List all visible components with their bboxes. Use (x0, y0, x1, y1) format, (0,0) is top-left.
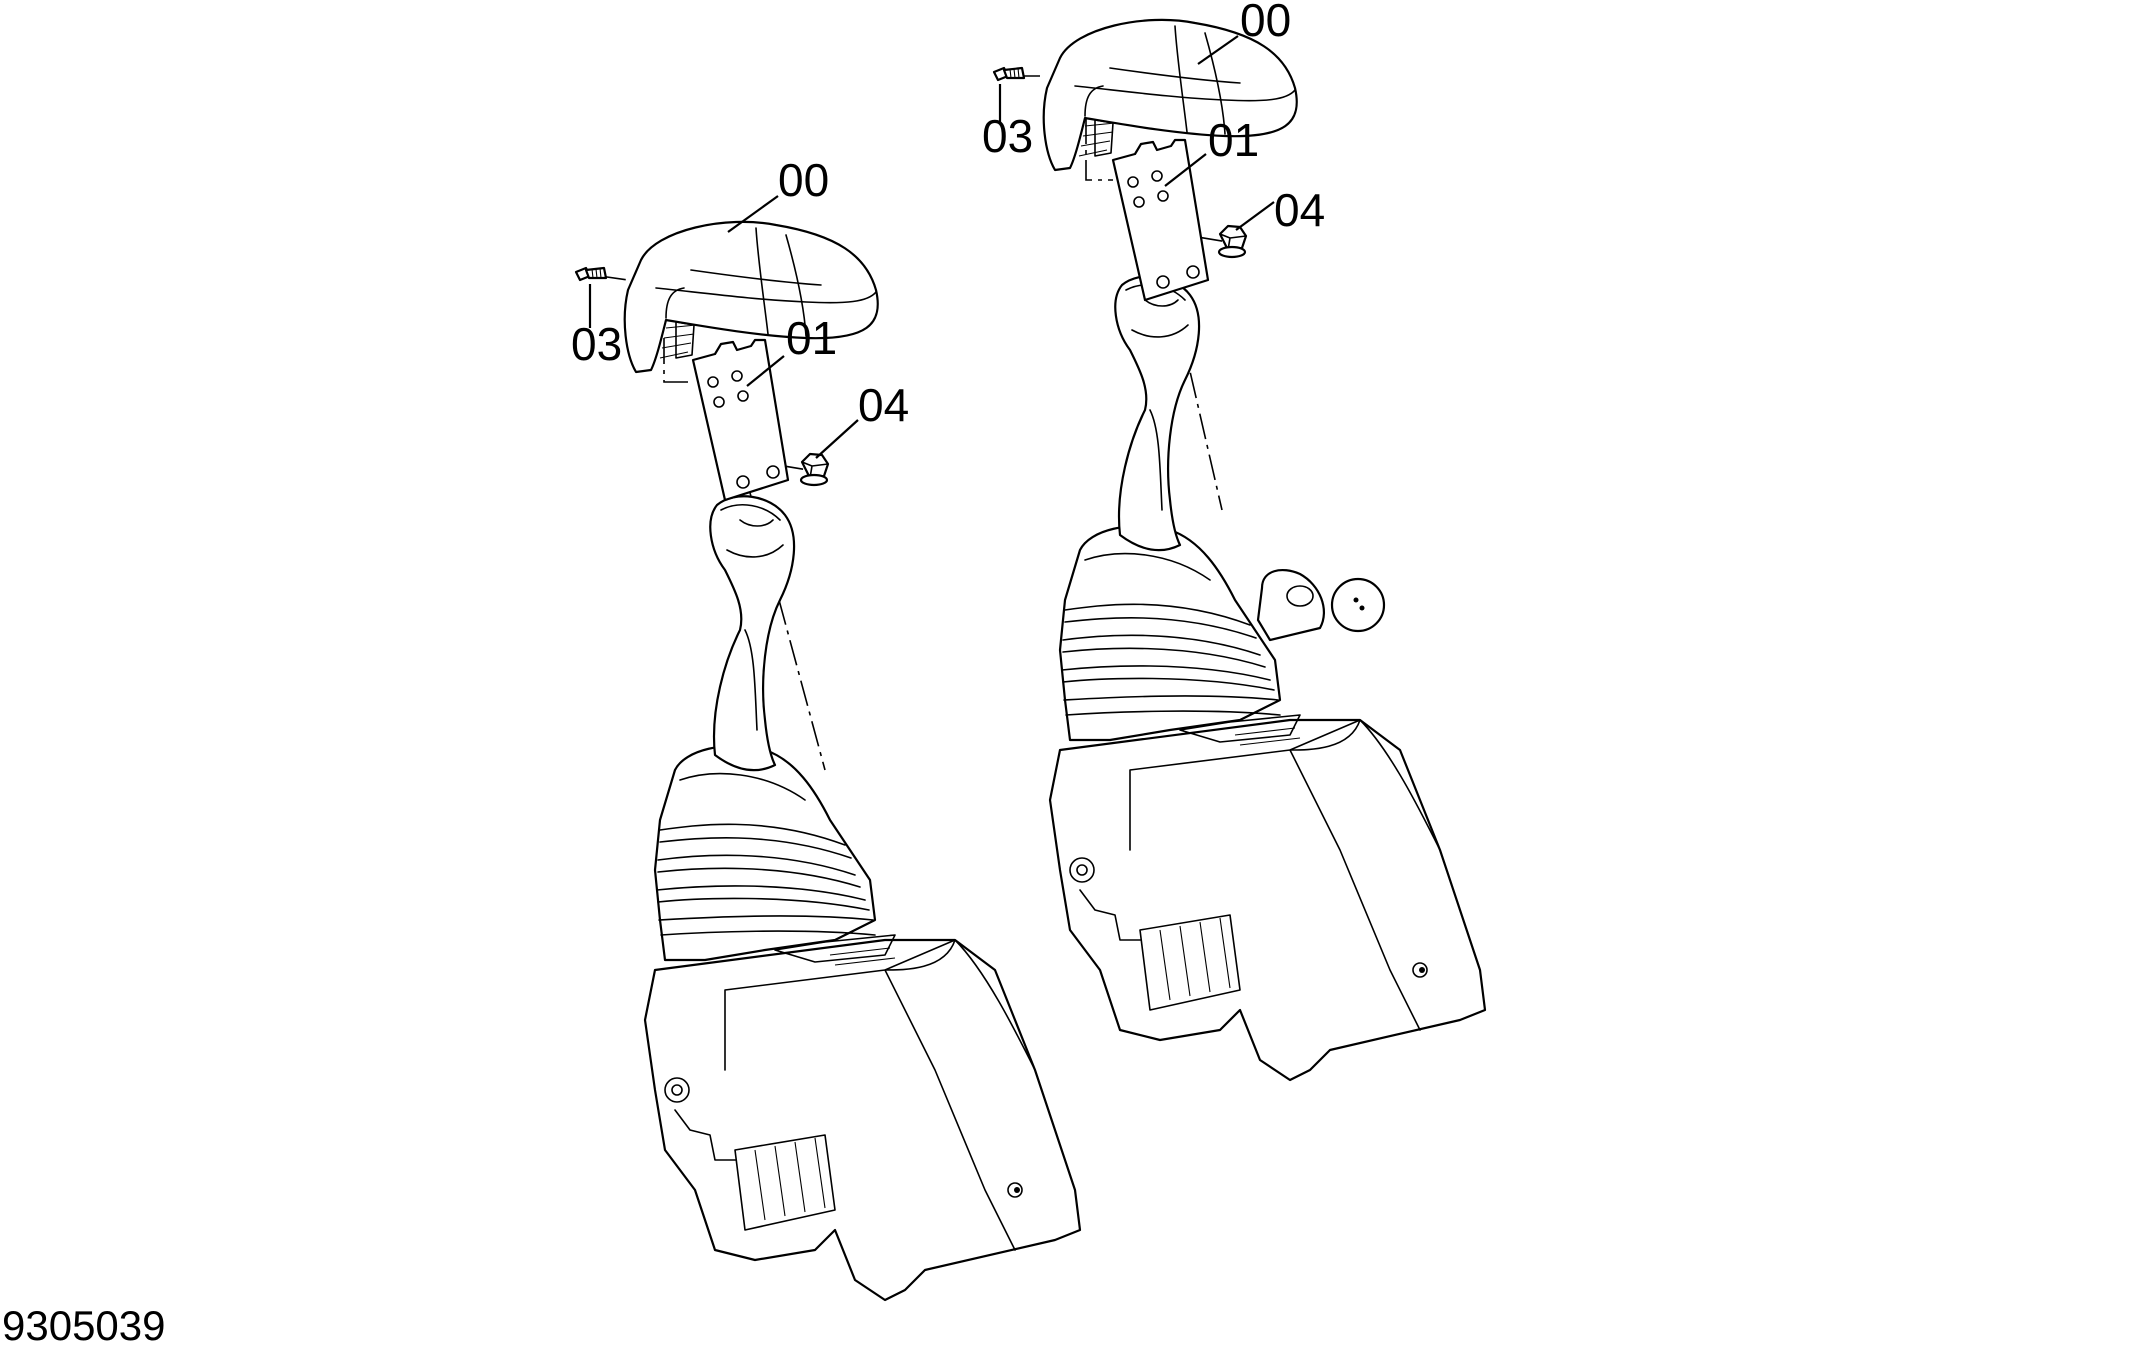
flange-nut-icon (799, 452, 830, 487)
joystick-lever-icon (643, 495, 1082, 1302)
base-socket (1256, 569, 1325, 642)
leader-line (815, 419, 859, 459)
leader-line (727, 195, 779, 233)
assembly-line (663, 338, 693, 383)
base-round-pad-hole (1359, 605, 1365, 611)
left-joystick-assembly: 00 01 03 04 (571, 154, 1082, 1302)
flange-nut-icon (1217, 224, 1248, 259)
callout-bracket: 01 (1208, 114, 1259, 166)
right-joystick-assembly: 00 01 03 04 (982, 0, 1487, 1082)
callout-screw: 03 (982, 110, 1033, 162)
callout-nut: 04 (1274, 184, 1325, 236)
bolt-icon (574, 266, 608, 282)
base-round-pad-hole (1353, 597, 1359, 603)
base-round-pad (1330, 577, 1386, 633)
callout-armrest: 00 (1240, 0, 1291, 46)
figure-number: 9305039 (2, 1302, 166, 1345)
leader-line (1164, 153, 1207, 187)
callout-nut: 04 (858, 379, 909, 431)
callout-screw: 03 (571, 318, 622, 370)
joystick-lever-icon (1048, 275, 1487, 1082)
assembly-line (1085, 118, 1113, 181)
leader-line (1235, 201, 1275, 231)
callout-armrest: 00 (778, 154, 829, 206)
callout-bracket: 01 (786, 312, 837, 364)
leader-line (1197, 35, 1239, 65)
leader-line (746, 355, 785, 387)
bolt-icon (992, 66, 1026, 82)
base-socket-hole (1286, 585, 1314, 607)
